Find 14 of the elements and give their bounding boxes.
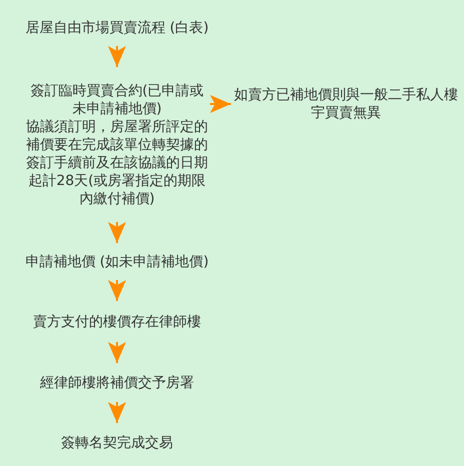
- arrow: [210, 95, 231, 113]
- step-label: 經律師樓將補價交予房署: [39, 374, 195, 392]
- step-label: 賣方支付的樓價存在律師樓: [32, 313, 202, 331]
- step-label: 如賣方已補地價則與一般二手私人樓宇買賣無異: [233, 86, 459, 122]
- step-label: 簽轉名契完成交易: [60, 434, 174, 452]
- arrow: [108, 402, 126, 423]
- step-label: 居屋自由市場買賣流程 (白表): [24, 19, 210, 37]
- step-note: 協議須訂明，房屋署所評定的補價要在完成該單位轉契據的簽訂手續前及在該協議的日期起計28天(或房署指定的期限內繳付補價): [25, 118, 209, 208]
- arrow: [108, 46, 126, 67]
- arrow: [108, 222, 126, 243]
- step-label: 申請補地價 (如未申請補地價): [24, 253, 210, 271]
- arrow: [108, 342, 126, 363]
- arrow: [108, 280, 126, 301]
- step-label: 簽訂臨時買賣合約(已申請或未申請補地價): [29, 82, 205, 118]
